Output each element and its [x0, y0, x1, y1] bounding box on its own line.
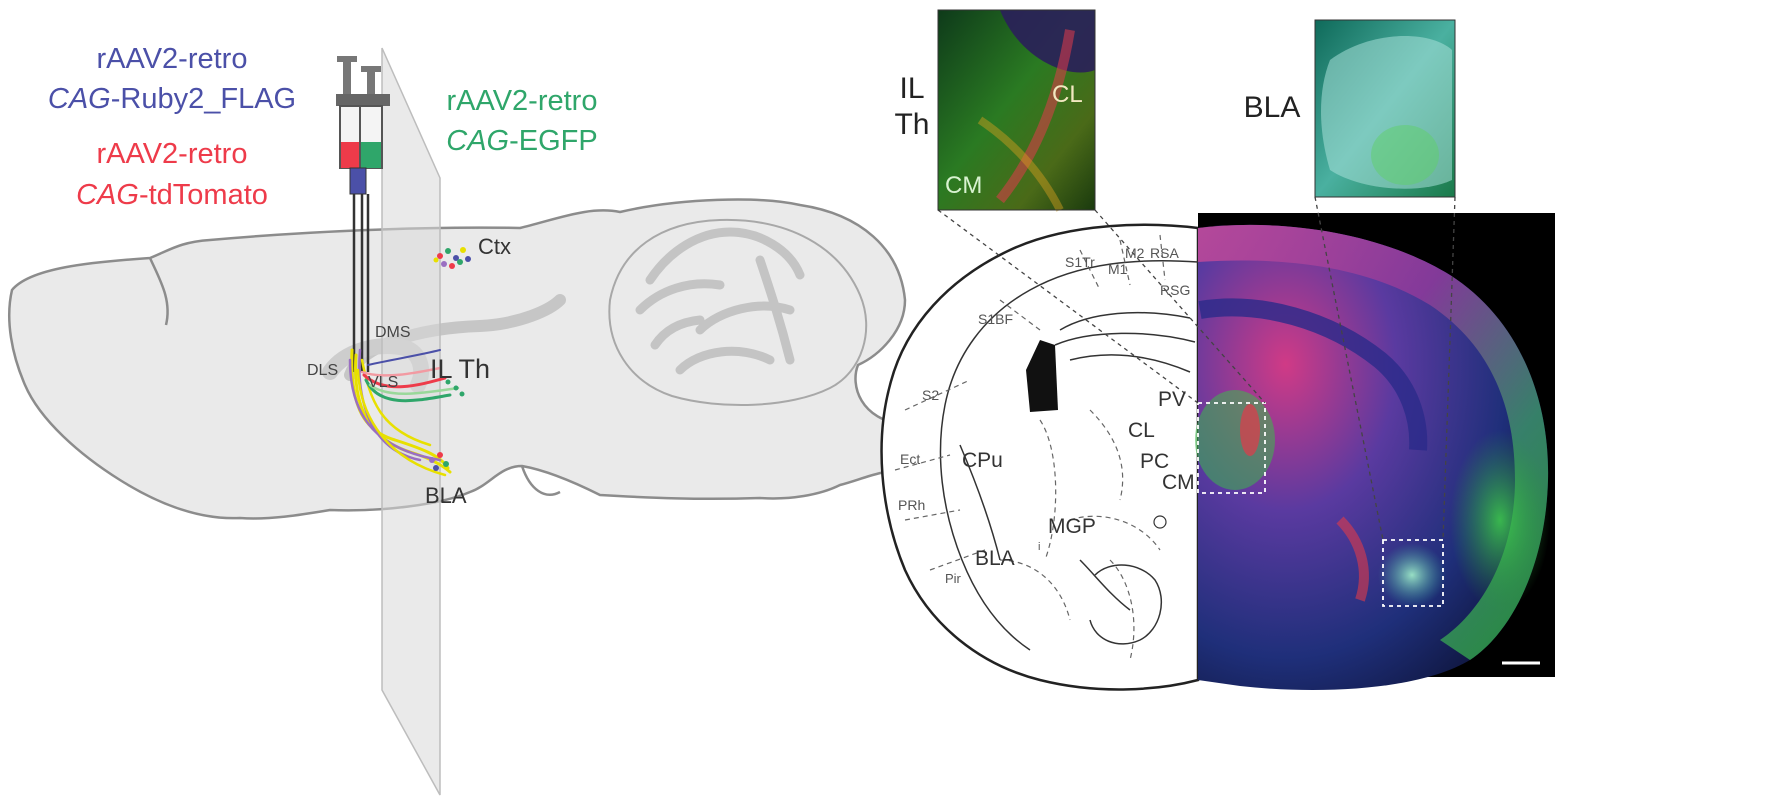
atlas-label-cm: CM: [1162, 471, 1195, 494]
label-ilth: IL Th: [430, 354, 490, 384]
fluorescence-bla-glow: [1378, 543, 1446, 607]
atlas-label-pc: PC: [1140, 450, 1169, 473]
fluorescence-hippocampus: [1198, 298, 1428, 451]
bla-inset-label: BLA: [1244, 91, 1301, 124]
atlas-labels: S1Tr M2 RSA M1 RSG S1BF S2 Ect PRh Pir C…: [898, 245, 1195, 586]
atlas-label-prh: PRh: [898, 497, 925, 513]
egfp-vector-gene: -EGFP: [509, 125, 598, 157]
atlas-hemisphere-outline: [880, 223, 1200, 691]
projection-fibers: [348, 348, 460, 477]
atlas-label-bla: BLA: [975, 547, 1015, 570]
bla-roi-box: [1382, 539, 1444, 607]
atlas-label-s1tr: S1Tr: [1065, 254, 1095, 270]
label-ctx: Ctx: [478, 234, 511, 259]
bla-cells: [429, 452, 449, 471]
atlas-label-pv: PV: [1158, 388, 1186, 411]
fluorescence-thalamus-red: [1240, 404, 1260, 456]
ilth-inset-label-line2: Th: [894, 108, 929, 141]
egfp-vector-promoter: CAG: [446, 125, 509, 157]
midbrain-notch: [520, 465, 561, 496]
fluorescence-green-glow: [1450, 430, 1550, 610]
atlas-label-rsa: RSA: [1150, 245, 1179, 261]
tomato-vector-promoter: CAG: [76, 179, 139, 211]
atlas-label-i: i: [1038, 541, 1040, 553]
atlas-label-cpu: CPu: [962, 449, 1003, 472]
atlas-label-mgp: MGP: [1048, 515, 1096, 538]
sagittal-brain-schematic: [8, 198, 907, 520]
atlas-label-ect: Ect: [900, 451, 920, 467]
bla-inset: [1314, 19, 1456, 198]
ilth-inset-cm: CM: [945, 172, 982, 199]
label-vls: VLS: [368, 374, 398, 391]
ilth-cells: [445, 379, 465, 397]
ilth-inset: CL CM: [937, 9, 1096, 212]
atlas-label-m2: M2: [1125, 245, 1145, 261]
fluorescence-section: [1195, 213, 1555, 691]
fluorescence-thalamus-glow: [1195, 390, 1275, 490]
atlas-label-rsg: RSG: [1160, 282, 1190, 298]
atlas-ventricle: [1026, 340, 1058, 412]
coronal-atlas-outline: [880, 223, 1200, 691]
ruby-vector-promoter: CAG: [48, 83, 111, 115]
ruby-vector-gene: -Ruby2_FLAG: [111, 83, 296, 115]
label-dms: DMS: [375, 324, 411, 341]
olfactory-notch: [148, 257, 169, 326]
egfp-vector-line2: CAG-EGFP: [446, 125, 597, 157]
atlas-mgp-region: [1089, 564, 1163, 645]
ilth-inset-label-line1: IL: [899, 72, 924, 105]
cortex-cells: [433, 247, 471, 269]
ilth-roi-box: [1197, 402, 1266, 494]
label-bla-left: BLA: [425, 483, 467, 508]
atlas-label-m1: M1: [1108, 261, 1128, 277]
sagittal-brain-outline: [8, 198, 907, 520]
ruby-vector-line2: CAG-Ruby2_FLAG: [48, 83, 296, 115]
label-dls: DLS: [307, 362, 338, 379]
atlas-internal-capsule: [959, 444, 1131, 611]
syringes: [336, 56, 390, 372]
zoom-connectors: [937, 196, 1456, 541]
atlas-label-s2: S2: [922, 387, 939, 403]
atlas-label-cl: CL: [1128, 419, 1155, 442]
ruby-vector-line1: rAAV2-retro: [97, 43, 248, 75]
cerebellum-outline: [608, 218, 868, 406]
egfp-vector-line1: rAAV2-retro: [447, 85, 598, 117]
tomato-vector-gene: -tdTomato: [139, 179, 268, 211]
fluorescence-striatum-red: [1336, 516, 1369, 602]
atlas-label-s1bf: S1BF: [978, 311, 1013, 327]
atlas-dashed-regions: [894, 234, 1166, 661]
atlas-label-pir: Pir: [945, 571, 962, 586]
tomato-vector-line2: CAG-tdTomato: [76, 179, 268, 211]
cerebellum-folds: [635, 227, 805, 375]
atlas-hippocampus: [1054, 311, 1196, 373]
coronal-plane: [381, 47, 441, 796]
ilth-inset-cl: CL: [1052, 81, 1083, 108]
tomato-vector-line1: rAAV2-retro: [97, 138, 248, 170]
